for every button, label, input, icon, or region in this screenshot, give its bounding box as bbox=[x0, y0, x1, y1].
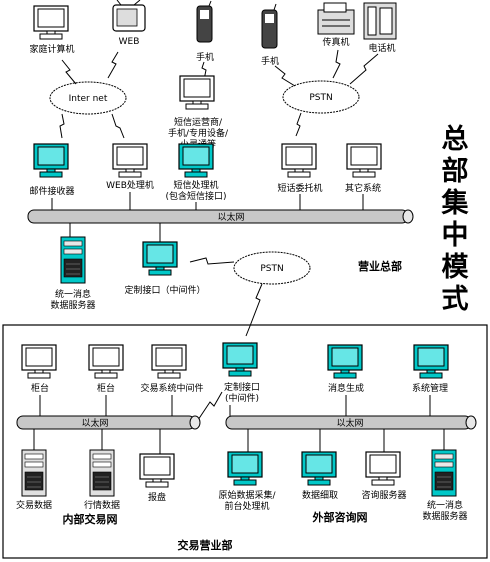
msg-server-top-line1: 统一消息 bbox=[55, 288, 91, 300]
gateway-label-line1: 短信运营商/ bbox=[174, 116, 223, 128]
mobile-right-label: 手机 bbox=[261, 55, 279, 67]
custom-interface-monitor-top bbox=[142, 241, 178, 276]
consult-server-label: 咨询服务器 bbox=[361, 489, 406, 501]
vertical-title: 总 部 集 中 模 式 bbox=[441, 124, 470, 315]
mail-receiver-label: 邮件接收器 bbox=[29, 185, 74, 197]
raw-collect-line2: 前台处理机 bbox=[224, 500, 269, 512]
web-label: WEB bbox=[119, 37, 140, 47]
raw-collect-line1: 原始数据采集/ bbox=[218, 489, 276, 501]
counter-2-label: 柜台 bbox=[97, 382, 115, 394]
unified-msg-server-bottom bbox=[431, 449, 457, 497]
sms-gateway-monitor bbox=[179, 75, 215, 110]
web-processor-label: WEB处理机 bbox=[106, 179, 154, 191]
voice-machine-monitor bbox=[281, 143, 317, 178]
custom-interface-bottom-line1: 定制接口 bbox=[224, 381, 260, 393]
internet-cloud-label: Inter net bbox=[69, 94, 108, 104]
outer-ethernet-label: 以太网 bbox=[336, 417, 363, 429]
mail-receiver-monitor bbox=[33, 143, 69, 178]
trade-middleware-monitor bbox=[151, 344, 187, 379]
msg-server-top-line2: 数据服务器 bbox=[50, 299, 95, 311]
voice-machine-label: 短话委托机 bbox=[277, 182, 322, 194]
msg-generator-monitor bbox=[327, 344, 363, 379]
title-char-1: 总 bbox=[442, 124, 469, 155]
inner-ethernet-bus bbox=[16, 415, 201, 430]
custom-interface-bottom-line2: (中间件) bbox=[225, 392, 259, 404]
top-links bbox=[59, 49, 379, 139]
custom-interface-monitor-bottom bbox=[222, 342, 258, 377]
inner-ethernet-label: 以太网 bbox=[81, 417, 108, 429]
bottom-zigzag-link bbox=[197, 391, 223, 421]
sys-mgmt-monitor bbox=[413, 344, 449, 379]
msg-server-bottom-line1: 统一消息 bbox=[427, 499, 463, 511]
counter-1-label: 柜台 bbox=[31, 382, 49, 394]
mobile-phone-icon-top bbox=[196, 0, 213, 43]
top-ethernet-bus bbox=[27, 209, 414, 224]
quote-data-server bbox=[89, 449, 115, 497]
trade-data-label: 交易数据 bbox=[16, 499, 52, 511]
fax-icon bbox=[317, 2, 355, 35]
telephone-label: 电话机 bbox=[368, 42, 395, 54]
data-fetch-monitor bbox=[301, 451, 337, 486]
title-char-4: 中 bbox=[442, 220, 469, 251]
sms-processor-label-line2: (包含短信接口) bbox=[165, 190, 226, 202]
sys-mgmt-label: 系统管理 bbox=[412, 382, 448, 394]
data-fetch-label: 数据细取 bbox=[302, 489, 338, 501]
pstn-cloud-top-label: PSTN bbox=[309, 93, 332, 103]
msg-server-bottom-line2: 数据服务器 bbox=[422, 510, 467, 522]
trade-data-server bbox=[21, 449, 47, 497]
top-ethernet-label: 以太网 bbox=[217, 211, 244, 223]
gateway-label-line2: 手机/专用设备/ bbox=[168, 127, 229, 139]
outer-net-label: 外部咨询网 bbox=[312, 510, 368, 524]
raw-collect-monitor bbox=[227, 451, 263, 486]
trade-middleware-label: 交易系统中间件 bbox=[140, 382, 203, 394]
sms-processor-monitor bbox=[178, 143, 214, 178]
bottom-lower-drops bbox=[33, 429, 445, 454]
counter-1-monitor bbox=[21, 344, 57, 379]
outer-ethernet-bus bbox=[225, 415, 477, 430]
title-char-2: 部 bbox=[442, 155, 469, 187]
bottom-upper-drops bbox=[39, 395, 431, 416]
title-char-5: 模 bbox=[442, 252, 469, 283]
report-monitor bbox=[139, 453, 175, 488]
home-pc-icon bbox=[33, 5, 69, 40]
fax-label: 传真机 bbox=[322, 36, 349, 48]
unified-msg-server-top bbox=[60, 236, 86, 284]
consult-server-monitor bbox=[365, 451, 401, 486]
mobile-top-label: 手机 bbox=[196, 51, 214, 63]
custom-interface-top-label: 定制接口（中间件） bbox=[124, 284, 205, 296]
home-pc-label: 家庭计算机 bbox=[29, 43, 74, 55]
other-system-monitor bbox=[346, 143, 382, 178]
quote-data-label: 行情数据 bbox=[84, 499, 120, 511]
mobile-phone-icon-right bbox=[261, 3, 278, 49]
web-processor-monitor bbox=[112, 143, 148, 178]
hq-label: 营业总部 bbox=[358, 259, 402, 273]
inner-net-label: 内部交易网 bbox=[63, 512, 118, 526]
top-ethernet-drops bbox=[51, 192, 364, 242]
trading-dept-frame bbox=[2, 324, 488, 559]
web-tv-icon bbox=[112, 0, 146, 32]
dept-label: 交易营业部 bbox=[178, 538, 233, 552]
title-char-6: 式 bbox=[442, 284, 469, 315]
other-system-label: 其它系统 bbox=[345, 182, 381, 194]
pstn-cloud-mid-label: PSTN bbox=[260, 264, 283, 274]
telephone-icon bbox=[363, 2, 397, 40]
report-label: 报盘 bbox=[148, 491, 166, 503]
counter-2-monitor bbox=[88, 344, 124, 379]
msg-generator-label: 消息生成 bbox=[328, 382, 364, 394]
mid-links bbox=[189, 257, 263, 337]
title-char-3: 集 bbox=[441, 187, 470, 219]
sms-processor-label-line1: 短信处理机 bbox=[173, 179, 218, 191]
